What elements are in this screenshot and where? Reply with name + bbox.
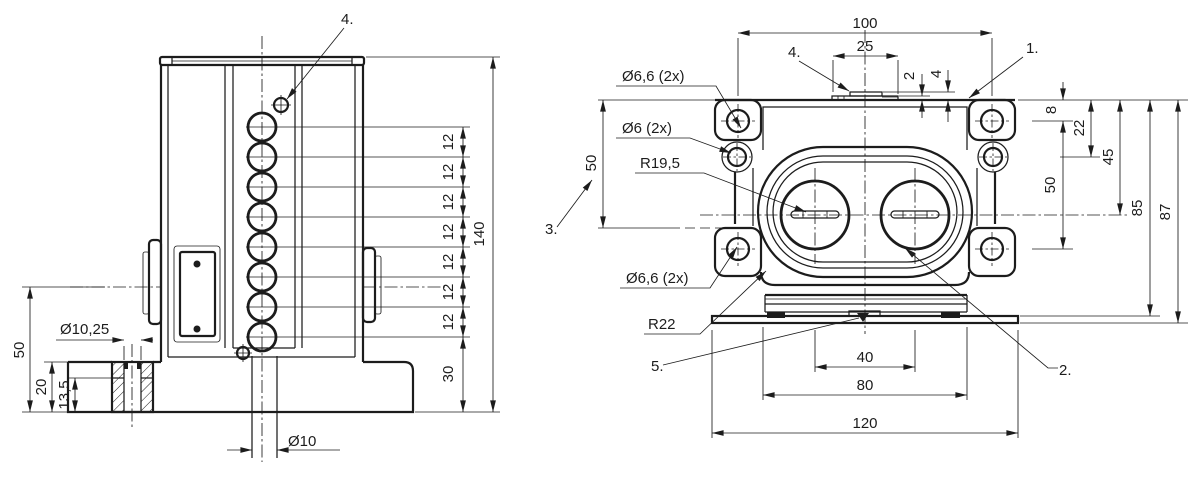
dim-pitch-label-6: 12 xyxy=(440,284,457,301)
callout-1: 1. xyxy=(1026,40,1039,57)
label-side-holes: Ø6 (2x) xyxy=(622,120,672,137)
dim-pitch-label-4: 12 xyxy=(440,224,457,241)
dim-140-label: 140 xyxy=(471,221,488,246)
right-view: 100 25 2 4 8 50 22 xyxy=(545,15,1188,438)
dim-8-label: 8 xyxy=(1043,106,1060,114)
left-view-dimensions: 12 12 12 12 12 12 12 30 140 50 20 xyxy=(11,11,500,453)
dim-20-label: 20 xyxy=(33,379,50,396)
dim-100-label: 100 xyxy=(852,15,877,32)
label-bottom-holes: Ø6,6 (2x) xyxy=(626,270,689,287)
callout-2: 2. xyxy=(1059,362,1072,379)
dim-87-label: 87 xyxy=(1157,204,1174,221)
left-view-body xyxy=(66,55,415,458)
dim-2-label: 2 xyxy=(901,72,918,80)
left-view: 12 12 12 12 12 12 12 30 140 50 20 xyxy=(11,11,500,462)
dim-30-label: 30 xyxy=(440,366,457,383)
left-view-centerlines xyxy=(70,36,445,462)
dim-bushing-bore-label: Ø10,25 xyxy=(60,321,109,338)
dim-120-label: 120 xyxy=(852,415,877,432)
callout-3: 3. xyxy=(545,221,558,238)
dim-50-label: 50 xyxy=(11,342,28,359)
callout-5: 5. xyxy=(651,358,664,375)
left-callout-4: 4. xyxy=(341,11,354,28)
label-corner-radius: R22 xyxy=(648,316,676,333)
dim-pitch-label-2: 12 xyxy=(440,164,457,181)
callout-4: 4. xyxy=(788,44,801,61)
right-view-dimensions: 100 25 2 4 8 50 22 xyxy=(583,15,1188,438)
dim-135-label: 13,5 xyxy=(56,380,73,409)
label-top-holes: Ø6,6 (2x) xyxy=(622,68,685,85)
dim-80-label: 80 xyxy=(857,377,874,394)
dim-22-label: 22 xyxy=(1071,120,1088,137)
dim-pitch-label-1: 12 xyxy=(440,134,457,151)
dim-45-label: 45 xyxy=(1100,149,1117,166)
dim-50-span-label: 50 xyxy=(1042,177,1059,194)
right-view-labels: Ø6,6 (2x) Ø6 (2x) R19,5 Ø6,6 (2x) R22 1.… xyxy=(545,40,1072,379)
right-view-body xyxy=(710,91,1020,325)
dim-pitch-label-7: 12 xyxy=(440,314,457,331)
dim-pitch-label-3: 12 xyxy=(440,194,457,211)
dim-rod-label: Ø10 xyxy=(288,433,316,450)
dim-50-left-label: 50 xyxy=(583,155,600,172)
label-bore-radius: R19,5 xyxy=(640,155,680,172)
dim-25-label: 25 xyxy=(857,38,874,55)
dim-85-label: 85 xyxy=(1129,200,1146,217)
dim-4-label: 4 xyxy=(928,70,945,78)
dim-40-label: 40 xyxy=(857,349,874,366)
dim-pitch-label-5: 12 xyxy=(440,254,457,271)
